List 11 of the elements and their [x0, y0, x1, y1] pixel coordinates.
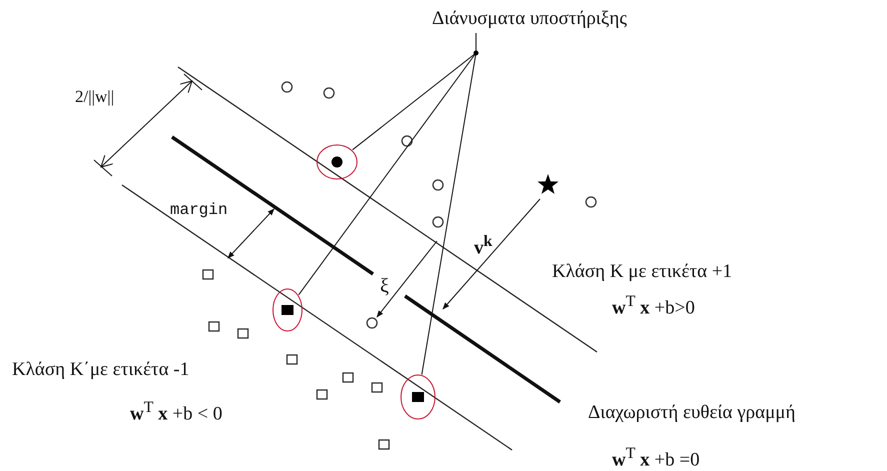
hyperplane-label: Διαχωριστή ευθεία γραμμή [588, 403, 796, 422]
margin-label: margin [170, 202, 228, 218]
class-label: Κλάση Κ με ετικέτα +1 [552, 262, 732, 281]
class-label: Κλάση Κ΄με ετικέτα -1 [12, 360, 190, 379]
distance-label: v$^{k}$ [474, 234, 492, 258]
inequality-label: w$^{T}$ x +b < 0 [130, 400, 222, 424]
equation-label: w$^{T}$ x +b =0 [612, 446, 700, 470]
dimension-label: 2/||w|| [75, 88, 114, 105]
inequality-label: w$^{T}$ x +b>0 [612, 294, 695, 318]
callout-text: Διάνυσματα υποστήριξης [432, 8, 627, 29]
slack-label: ξ [380, 276, 389, 296]
